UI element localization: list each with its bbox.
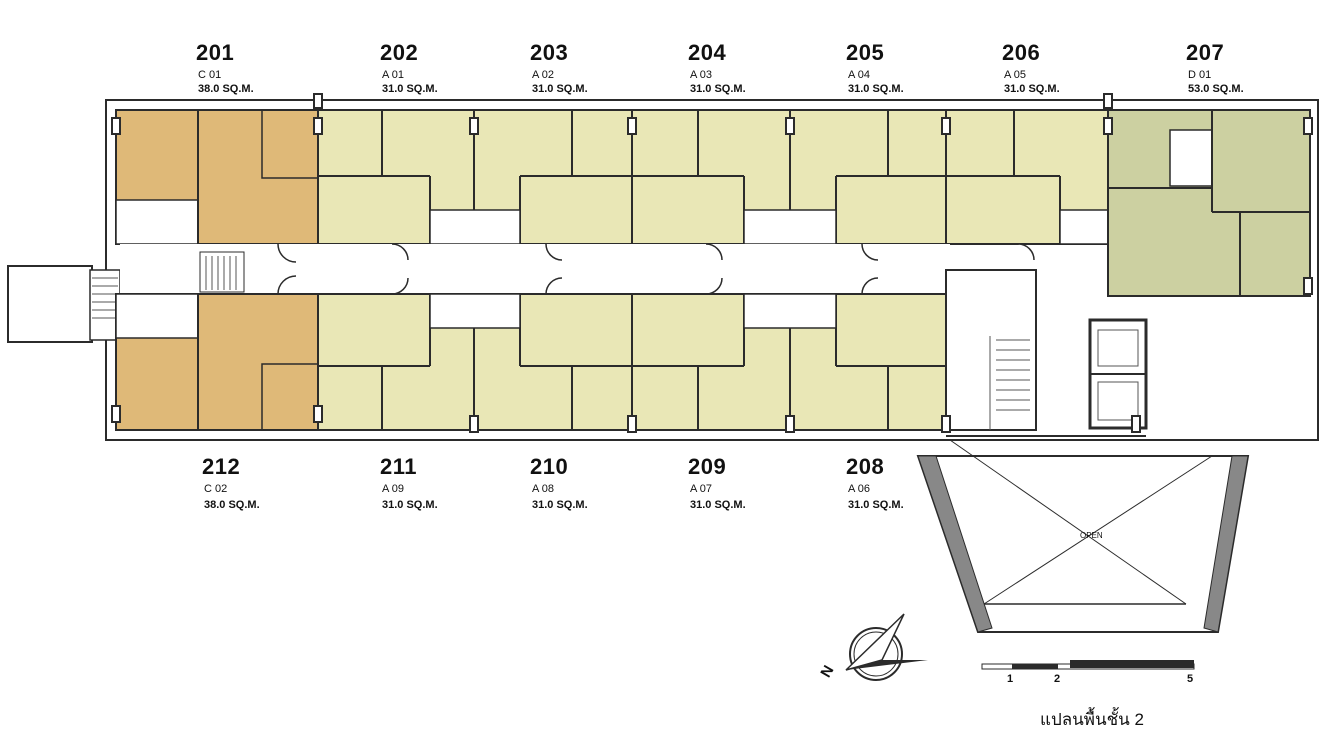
unit-area: 31.0 SQ.M. <box>532 499 588 511</box>
north-arrow-icon <box>845 613 928 681</box>
unit-type: A 08 <box>532 483 555 495</box>
scale-label: 2 <box>1054 673 1061 685</box>
unit-number: 206 <box>1002 40 1041 65</box>
unit-type: A 02 <box>532 69 555 81</box>
unit-number: 207 <box>1186 40 1225 65</box>
unit-type: A 04 <box>848 69 871 81</box>
unit-number: 211 <box>380 454 417 479</box>
unit-area: 53.0 SQ.M. <box>1188 83 1244 95</box>
unit-area: 38.0 SQ.M. <box>204 499 260 511</box>
unit-area: 31.0 SQ.M. <box>690 499 746 511</box>
scale-label: 5 <box>1187 673 1194 685</box>
open-atrium <box>916 455 1250 633</box>
unit-number: 205 <box>846 40 885 65</box>
unit-type: A 07 <box>690 483 713 495</box>
unit-type: C 01 <box>198 69 222 81</box>
unit-number: 209 <box>688 454 727 479</box>
open-label: OPEN <box>1080 531 1103 540</box>
unit-area: 31.0 SQ.M. <box>382 83 438 95</box>
unit-number: 210 <box>530 454 569 479</box>
unit-area: 38.0 SQ.M. <box>198 83 254 95</box>
unit-number: 202 <box>380 40 419 65</box>
scale-label: 1 <box>1007 673 1014 685</box>
unit-type: D 01 <box>1188 69 1212 81</box>
unit-type: C 02 <box>204 483 228 495</box>
unit-area: 31.0 SQ.M. <box>1004 83 1060 95</box>
unit-area: 31.0 SQ.M. <box>532 83 588 95</box>
unit-number: 201 <box>196 40 235 65</box>
plan-caption: แปลนพื้นชั้น 2 <box>1040 710 1144 729</box>
unit-area: 31.0 SQ.M. <box>690 83 746 95</box>
unit-number: 204 <box>688 40 727 65</box>
entry-block <box>7 265 93 343</box>
corridor <box>120 244 950 294</box>
unit-type: A 05 <box>1004 69 1027 81</box>
unit-area: 31.0 SQ.M. <box>848 499 904 511</box>
unit-type: A 09 <box>382 483 405 495</box>
unit-number: 208 <box>846 454 885 479</box>
unit-number: 203 <box>530 40 569 65</box>
unit-area: 31.0 SQ.M. <box>848 83 904 95</box>
unit-type: A 03 <box>690 69 713 81</box>
unit-type: A 06 <box>848 483 871 495</box>
scale-bar <box>981 660 1195 670</box>
unit-type: A 01 <box>382 69 405 81</box>
unit-number: 212 <box>202 454 241 479</box>
unit-201-bath <box>115 199 199 245</box>
unit-area: 31.0 SQ.M. <box>382 499 438 511</box>
